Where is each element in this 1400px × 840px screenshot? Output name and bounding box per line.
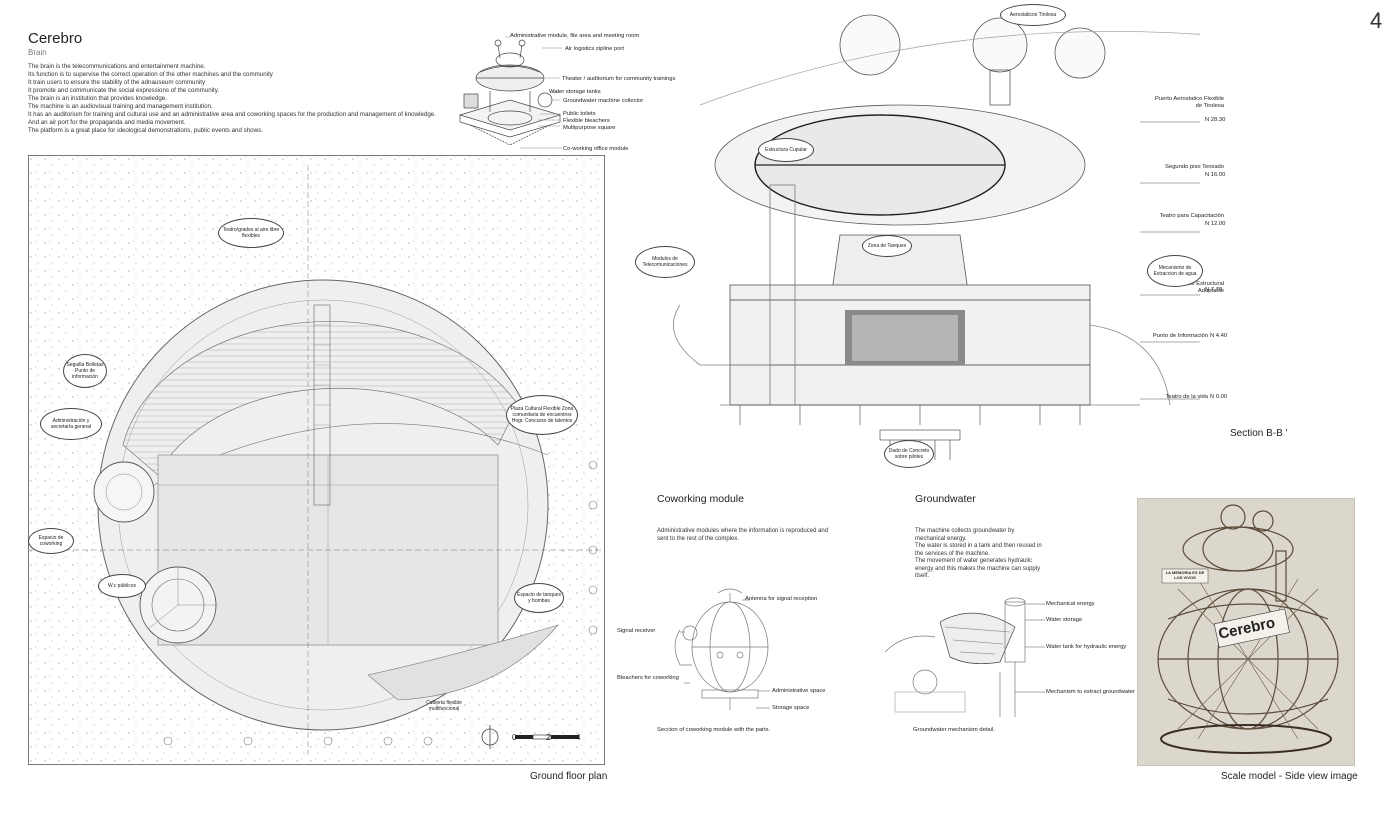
axo-label-square: Multipurpose square bbox=[563, 125, 616, 131]
axo-label-admin: Administrative module, file area and mee… bbox=[510, 33, 640, 39]
page-subtitle: Brain bbox=[28, 48, 47, 57]
axo-label-bleachers: Flexible bleachers bbox=[563, 118, 610, 124]
scale-tick-4: 4 bbox=[576, 733, 581, 742]
level-label-informacion: Punto de Información bbox=[1152, 333, 1208, 339]
groundwater-text-line: The machine collects groundwater by mech… bbox=[915, 528, 1015, 542]
plan-label-cubierta: Cubierta flexible multifuncional bbox=[426, 700, 462, 712]
section-bubble-cupular: Estructura Cupular bbox=[758, 138, 814, 162]
description: The brain is the telecommunications and … bbox=[28, 63, 436, 135]
description-line: The brain is the telecommunications and … bbox=[28, 63, 206, 70]
level-elev-segundo: N 16.00 bbox=[1205, 172, 1226, 178]
scale-tick-0: 0 bbox=[512, 733, 517, 742]
scale-model-photo bbox=[1137, 498, 1355, 766]
groundwater-text-line: The water is stored in a tank and then r… bbox=[915, 543, 1042, 557]
level-label-puerto: Puerto Aerostatico Flexible de Tirolesa bbox=[1155, 96, 1224, 109]
level-label-vida: Teatro de la vida bbox=[1165, 394, 1208, 400]
groundwater-label-tank: Water tank for hydraulic energy bbox=[1046, 644, 1127, 650]
model-caption: Scale model - Side view image bbox=[1221, 771, 1358, 782]
section-caption: Section B-B ' bbox=[1230, 428, 1288, 439]
level-label-teatro: Teatro para Capacitación bbox=[1159, 213, 1224, 219]
coworking-label-bleachers: Bleachers for coworking bbox=[617, 675, 679, 681]
plan-bubble-coworking: Espacio de coworking bbox=[28, 528, 74, 554]
level-label-puente: Puente Estructural Adaptable bbox=[1176, 281, 1224, 294]
plan-bubble-plaza: Plaza Cultural Flexible Zona comunitaria… bbox=[506, 395, 578, 435]
description-line: The machine is an audiovisual training a… bbox=[28, 103, 213, 110]
section-bubble-dado: Dado de Concreto sobre pilotes bbox=[884, 440, 934, 468]
axo-label-zipline: Air logistics zipline port bbox=[565, 46, 624, 52]
coworking-caption: Seccion of coworking module with the par… bbox=[657, 727, 771, 733]
model-plaque: LA MEMORIA ES DE LOS VIVOS bbox=[1165, 570, 1205, 580]
coworking-heading: Coworking module bbox=[657, 493, 744, 505]
page-title: Cerebro bbox=[28, 30, 83, 47]
scale-tick-2: 2 bbox=[546, 733, 551, 742]
axo-label-groundwater: Groundwater machine collector bbox=[563, 98, 644, 104]
coworking-label-antenna: Antenna for signal reception bbox=[745, 596, 818, 602]
plan-caption: Ground floor plan bbox=[530, 771, 608, 782]
level-elev-teatro: N 12.00 bbox=[1205, 221, 1226, 227]
description-line: And an air port for the propaganda and m… bbox=[28, 119, 186, 126]
page-number: 4 bbox=[1370, 8, 1383, 33]
groundwater-label-extract: Mechanism to extract groundwater bbox=[1046, 689, 1135, 695]
coworking-label-storage: Storage space bbox=[772, 705, 810, 711]
description-line: It promote and communicate the social ex… bbox=[28, 87, 220, 94]
groundwater-label-storage: Water storage bbox=[1046, 617, 1083, 623]
coworking-text: Administrative modules where the informa… bbox=[657, 528, 829, 542]
description-line: It has an auditorium for training and cu… bbox=[28, 111, 436, 118]
description-line: The platform is a great place for ideolo… bbox=[28, 127, 263, 134]
axonometric-diagram bbox=[458, 36, 562, 149]
level-elev-puente: N 7.70 bbox=[1205, 287, 1223, 293]
plan-bubble-wc: W.c públicos bbox=[98, 574, 146, 598]
groundwater-heading: Groundwater bbox=[915, 493, 976, 505]
coworking-drawing bbox=[674, 588, 770, 710]
plan-bubble-tanques: Espacio de tanques y bombas bbox=[514, 583, 564, 613]
coworking-label-admin: Administrative space bbox=[772, 688, 826, 694]
section-bubble-aerostaticos: Aerostaticos Tirolesa bbox=[1000, 4, 1066, 26]
groundwater-drawing bbox=[884, 597, 1045, 717]
level-elev-informacion: N 4.40 bbox=[1210, 333, 1228, 339]
level-elev-vida: N 0.00 bbox=[1210, 394, 1228, 400]
coworking-label-signal: Signal receiver bbox=[617, 628, 656, 634]
groundwater-text: The machine collects groundwater by mech… bbox=[915, 528, 1045, 581]
axo-label-water-tanks: Water storage tanks bbox=[549, 89, 601, 95]
description-line: Its function is to supervise the correct… bbox=[28, 71, 273, 78]
level-elev-puerto: N 28.30 bbox=[1205, 117, 1226, 123]
axo-label-theater: Theater / auditorium for community train… bbox=[562, 76, 676, 82]
scale-model-drawing bbox=[1138, 499, 1354, 765]
plan-bubble-teatro: Teatro/grades al aire libre flexibles bbox=[218, 218, 284, 248]
plan-bubble-seguilla: Seguilla Bolletas Punto de información bbox=[63, 354, 107, 388]
section-bubble-tanques: Zona de Tanques bbox=[862, 235, 912, 257]
description-line: It train users to ensure the stability o… bbox=[28, 79, 206, 86]
section-bubble-telecom: Modulos de Telecomunicaciones bbox=[635, 246, 695, 278]
axo-label-coworking: Co-working office module bbox=[563, 146, 629, 152]
axo-label-toilets: Public toilets bbox=[563, 111, 596, 117]
description-line: The brain is an institution that provide… bbox=[28, 95, 167, 102]
level-label-segundo: Segundo piso Tensado bbox=[1165, 164, 1224, 170]
ground-floor-plan bbox=[28, 155, 605, 765]
section-bubble-mecanismo: Mecanismo de Extraccion de agua bbox=[1147, 255, 1203, 287]
plan-bubble-administracion: Administración y secretaría general bbox=[40, 408, 102, 440]
section-drawing bbox=[672, 14, 1200, 460]
groundwater-text-line: The movement of water generates hydrauli… bbox=[915, 558, 1041, 579]
groundwater-label-mechanical: Mechanical energy bbox=[1046, 601, 1095, 607]
groundwater-caption: Groundwater mechanism detail. bbox=[913, 727, 995, 733]
